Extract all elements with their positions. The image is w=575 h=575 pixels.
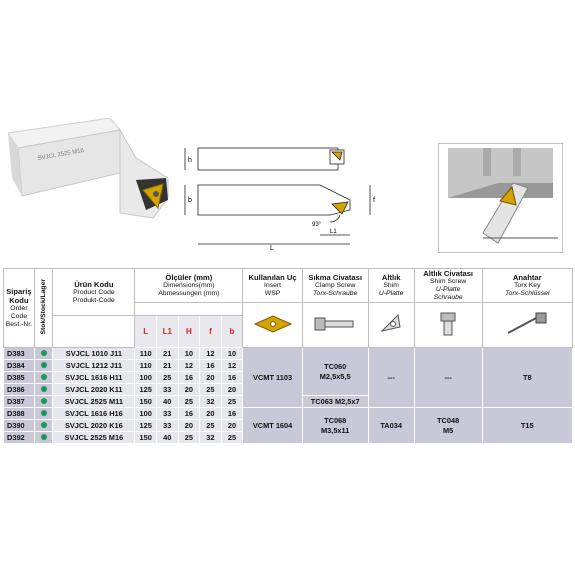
- shim-screw-icon: [413, 302, 483, 348]
- stock-dot: [40, 350, 47, 356]
- dims-spacer: [134, 301, 244, 317]
- stock-dot: [40, 386, 47, 392]
- stock-dot: [40, 422, 47, 428]
- label-L: L: [270, 245, 274, 252]
- dim-col-f: f: [199, 315, 222, 348]
- clamp-screw-icon: [301, 302, 369, 348]
- product-header-spacer: [52, 315, 136, 348]
- stock-dot: [40, 362, 47, 368]
- group2-shim: TA034: [367, 407, 415, 444]
- torx-key-icon: [481, 302, 574, 348]
- dim-col-L: L: [134, 315, 157, 348]
- dim-col-H: H: [177, 315, 201, 348]
- group2-key: T15: [481, 407, 574, 444]
- label-h: h: [188, 157, 192, 164]
- label-f: f: [373, 197, 375, 204]
- header-stock: Stok/Stock/Lager: [33, 268, 54, 348]
- group1-shim-screw: ---: [413, 347, 483, 408]
- dim-col-b: b: [220, 315, 244, 348]
- application-detail-photo: [438, 143, 563, 253]
- label-b: b: [188, 197, 192, 204]
- stock-dot: [40, 410, 47, 416]
- header-product: Ürün Kodu Product Code Produkt-Code: [52, 267, 136, 317]
- label-L1: L1: [330, 229, 337, 235]
- label-angle: 93°: [312, 222, 322, 228]
- group1-clamp-alt: TC063 M2,5x7: [301, 395, 369, 408]
- group1-insert: VCMT 1103: [242, 347, 303, 408]
- stock-dot: [40, 374, 47, 380]
- header-dimensions: Ölçüler (mm) Dimensions(mm) Abmessungen …: [134, 268, 244, 303]
- tool-holder-photo: SVJCL 2525 M16: [8, 118, 169, 219]
- shim-icon: [367, 302, 415, 348]
- dim-col-L1: L1: [156, 315, 179, 348]
- stock-dot: [40, 434, 47, 440]
- stock-dot: [40, 398, 47, 404]
- insert-icon: [242, 302, 303, 348]
- group1-shim: ---: [367, 347, 415, 408]
- product-table: Sipariş Kodu Order Code Best.-Nr. Stok/S…: [3, 267, 574, 444]
- group1-key: T8: [481, 347, 574, 408]
- header-order-code: Sipariş Kodu Order Code Best.-Nr.: [3, 268, 35, 348]
- dimension-drawing: h b f L L1 93°: [184, 147, 375, 252]
- group2-insert: VCMT 1604: [242, 407, 303, 444]
